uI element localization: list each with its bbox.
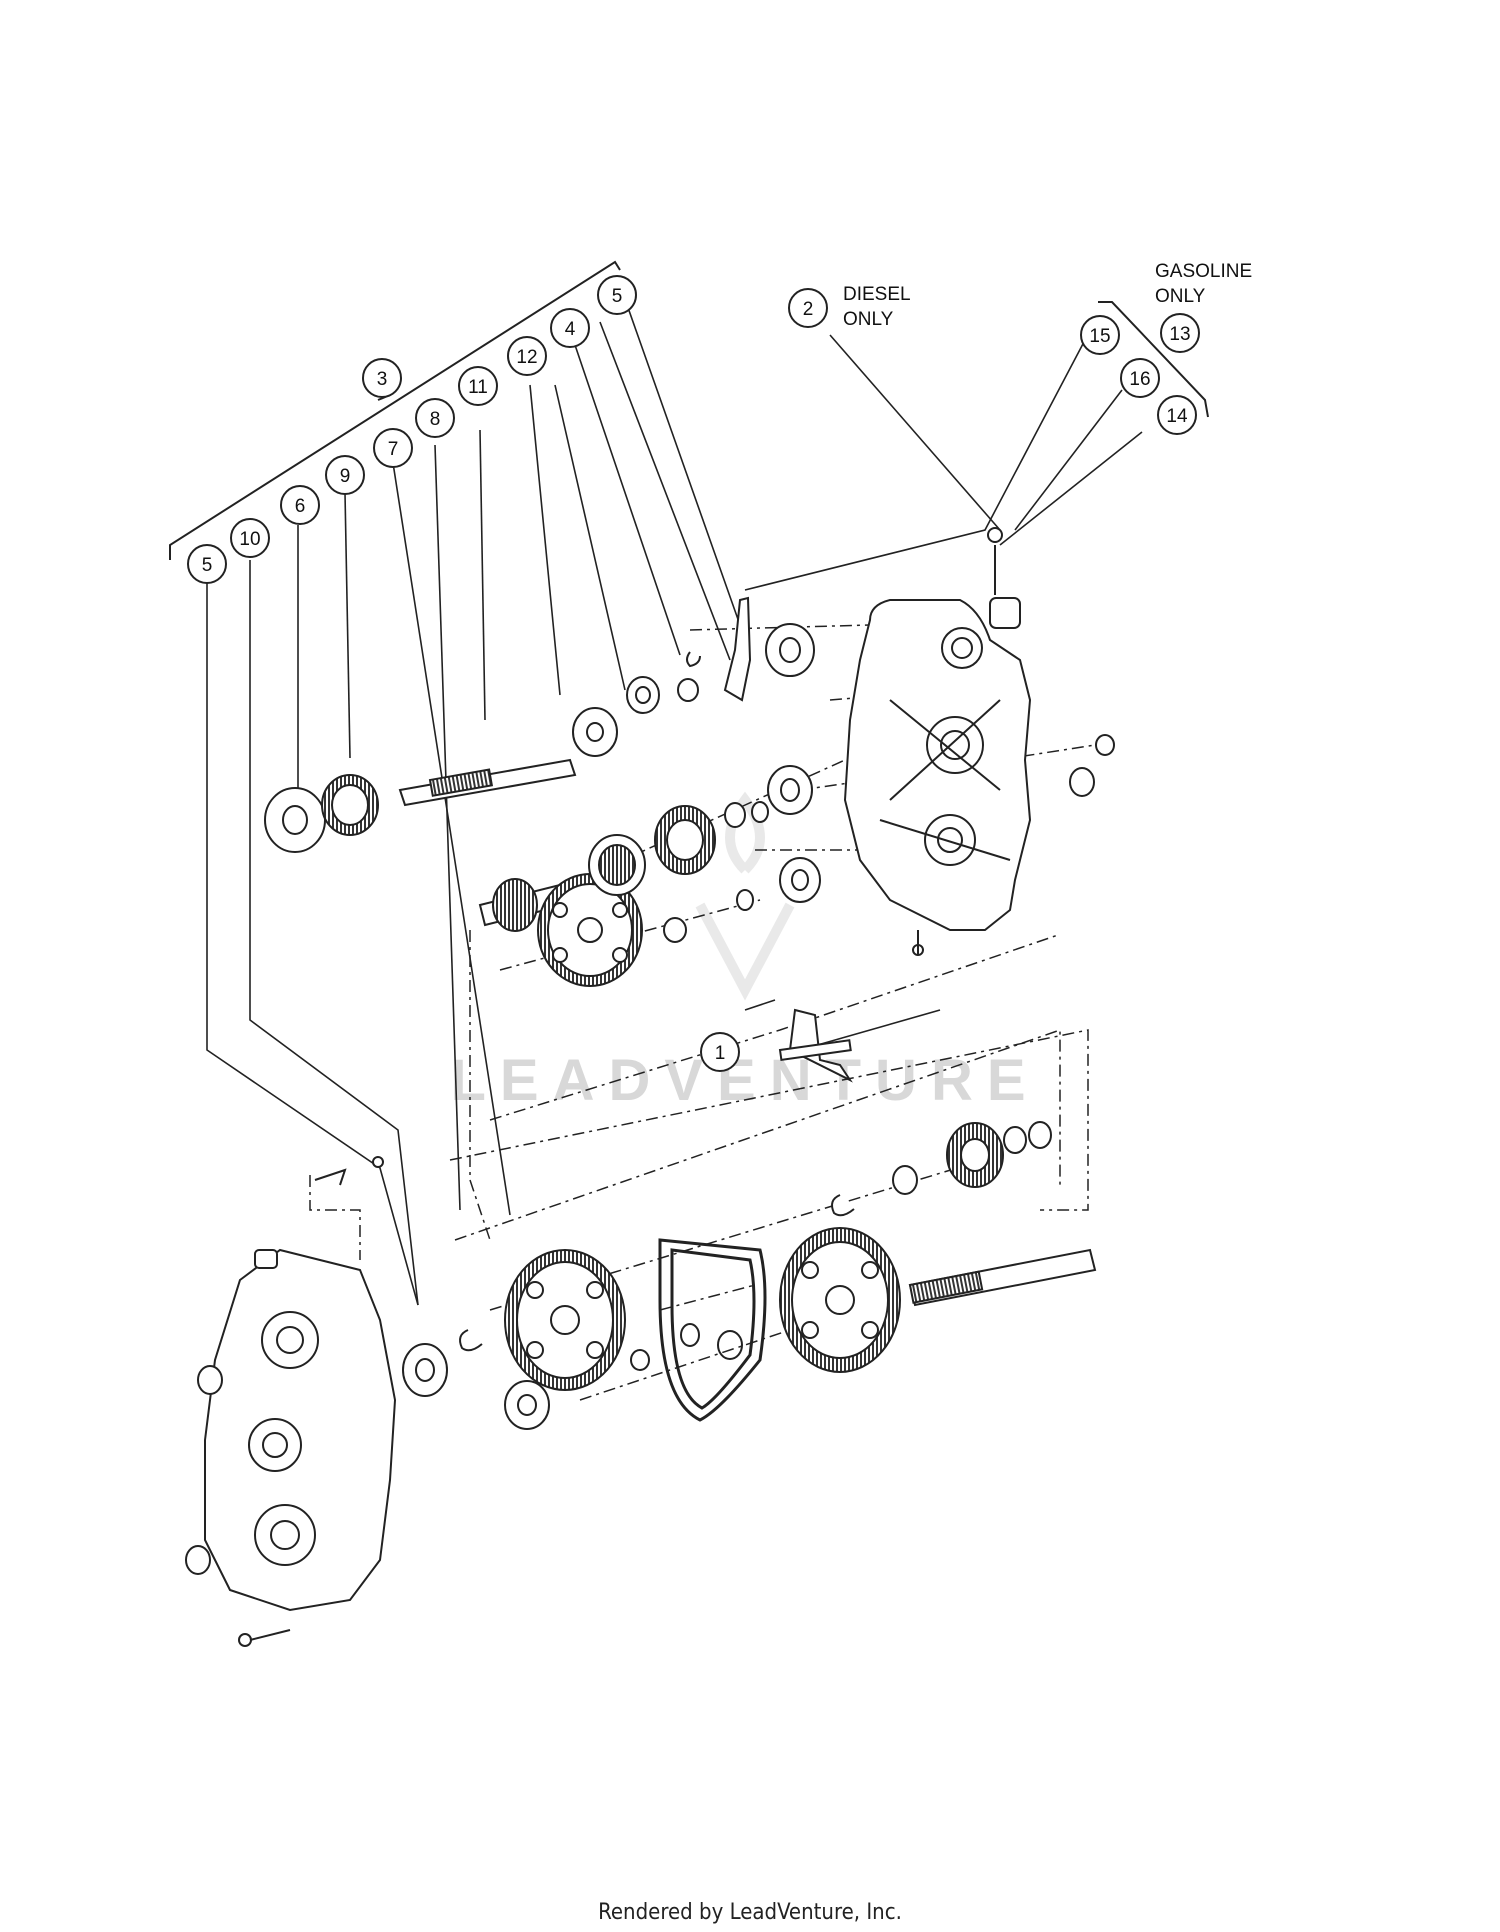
chain: [658, 1238, 767, 1422]
diesel-note-line1: DIESEL: [843, 284, 911, 305]
gears: [321, 774, 1004, 1391]
callout-7-text: 7: [388, 439, 399, 460]
gasoline-note-line1: GASOLINE: [1155, 261, 1252, 282]
rear-housing: [843, 527, 1032, 956]
callout-7: 7: [373, 428, 413, 468]
callout-11: 11: [458, 366, 498, 406]
callout-3: 3: [362, 358, 402, 398]
callouts: 1 2 3 4 5 5 6 7 8 9 10 11 12 13 14 15 16: [187, 275, 1200, 1072]
callout-16: 16: [1120, 358, 1160, 398]
callout-1: 1: [700, 1032, 740, 1072]
callout-5-top: 5: [597, 275, 637, 315]
callout-1-text: 1: [715, 1043, 726, 1064]
front-housing: [185, 1156, 397, 1647]
callout-5-left: 5: [187, 544, 227, 584]
footer-credit: Rendered by LeadVenture, Inc.: [598, 1900, 902, 1925]
callout-9-text: 9: [340, 466, 351, 487]
gasoline-note-line2: ONLY: [1155, 286, 1206, 307]
callout-5-left-text: 5: [202, 555, 213, 576]
bracket-group-3: [169, 260, 621, 560]
callout-4-text: 4: [565, 319, 576, 340]
callout-3-text: 3: [377, 369, 388, 390]
callout-12: 12: [507, 336, 547, 376]
callout-11-text: 11: [468, 377, 488, 398]
callout-13: 13: [1160, 313, 1200, 353]
callout-10: 10: [230, 518, 270, 558]
callout-15: 15: [1080, 315, 1120, 355]
callout-8-text: 8: [430, 409, 441, 430]
callout-9: 9: [325, 455, 365, 495]
callout-5-top-text: 5: [612, 286, 623, 307]
callout-2-text: 2: [803, 299, 814, 320]
callout-2: 2: [788, 288, 828, 328]
watermark-logo: [695, 791, 795, 1001]
callout-12-text: 12: [516, 347, 537, 368]
diesel-note-line2: ONLY: [843, 309, 894, 330]
callout-16-text: 16: [1129, 369, 1150, 390]
callout-13-text: 13: [1169, 324, 1190, 345]
bracket-group-13: [1098, 301, 1209, 418]
callout-10-text: 10: [239, 529, 260, 550]
callout-4: 4: [550, 308, 590, 348]
bearings-washers: [264, 623, 1115, 1430]
leader-lines: [206, 284, 1143, 1306]
callout-8: 8: [415, 398, 455, 438]
notes: DIESEL ONLY GASOLINE ONLY: [843, 261, 1252, 330]
callout-15-text: 15: [1089, 326, 1110, 347]
shift-forks: [723, 596, 853, 1083]
callout-14-text: 14: [1166, 406, 1188, 427]
callout-6-text: 6: [295, 496, 306, 517]
callout-6: 6: [280, 485, 320, 525]
callout-14: 14: [1157, 395, 1197, 435]
